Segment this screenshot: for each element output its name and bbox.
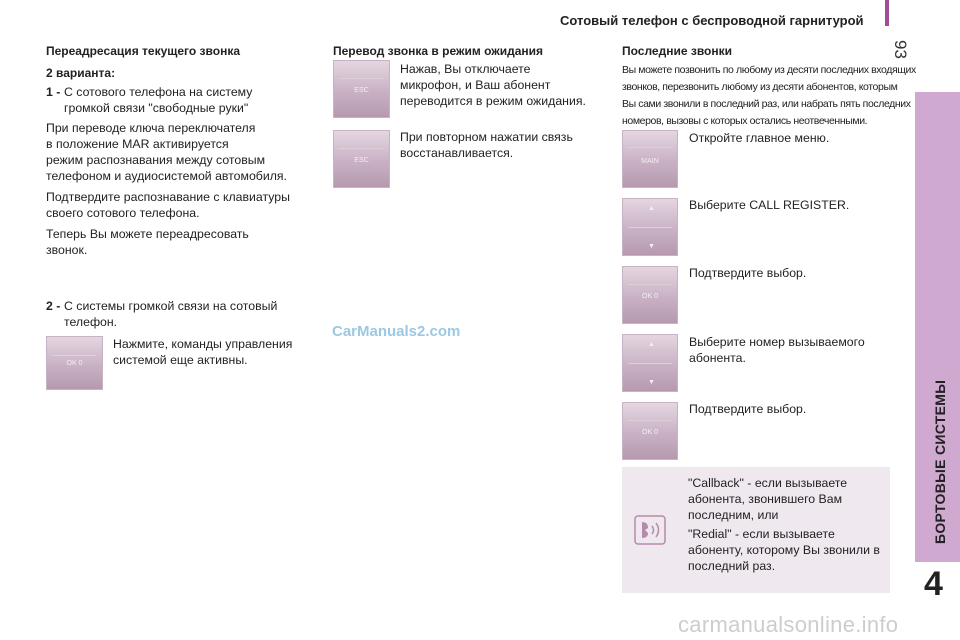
callout-line6: последний раз. (688, 559, 776, 573)
footer-watermark: carmanualsonline.info (678, 612, 899, 637)
item1-number: 1 - (46, 85, 61, 99)
main-button-image: MAIN (622, 130, 678, 188)
carmanuals-watermark: CarManuals2.com (332, 323, 461, 340)
ok-button-image-2: OK 0 (622, 266, 678, 324)
page-header-title: Сотовый телефон с беспроводной гарнитуро… (560, 13, 864, 28)
voice-command-icon (634, 515, 666, 545)
ok-button-label: OK 0 (66, 360, 83, 367)
side-chapter-band (915, 92, 960, 562)
hold-step1-line2: микрофон, и Ваш абонент (400, 78, 551, 92)
step-line2: системой еще активны. (113, 353, 248, 367)
item1-line1: С сотового телефона на систему (64, 85, 253, 99)
arrow-up-icon: ▲ (648, 341, 655, 348)
button-divider (628, 363, 672, 364)
section-heading-hold: Перевод звонка в режим ожидания (333, 44, 544, 58)
intro-line2: звонков, перезвонить любому из десяти аб… (622, 81, 898, 93)
recent-step5: Подтвердите выбор. (689, 402, 807, 416)
callout-line4: "Redial" - если вызываете (688, 527, 835, 541)
esc-button-image-2: ESC (333, 130, 390, 188)
item2-line2: телефон. (64, 315, 118, 329)
button-divider (628, 147, 672, 148)
hold-step1-line3: переводится в режим ожидания. (400, 94, 586, 108)
info-callout: "Callback" - если вызываете абонента, зв… (622, 467, 890, 593)
hold-step1-line1: Нажав, Вы отключаете (400, 62, 531, 76)
ok-button-image: OK 0 (46, 336, 103, 390)
section-heading-recent-calls: Последние звонки (622, 44, 733, 58)
page-number: 93 (891, 40, 910, 59)
esc-button-label: ESC (354, 87, 369, 94)
variants-label: 2 варианта: (46, 66, 116, 80)
button-divider (339, 78, 384, 79)
arrows-button-image-2: ▲ ▼ (622, 334, 678, 392)
ok-button-image-3: OK 0 (622, 402, 678, 460)
ok-button-label: OK 0 (642, 429, 658, 436)
arrows-button-image: ▲ ▼ (622, 198, 678, 256)
callout-line5: абоненту, которому Вы звонили в (688, 543, 880, 557)
para1-line2: в положение MAR активируется (46, 137, 229, 151)
button-divider (52, 355, 97, 356)
header-accent-bar (885, 0, 889, 26)
esc-button-label: ESC (354, 157, 369, 164)
para3-line2: звонок. (46, 243, 88, 257)
callout-line1: "Callback" - если вызываете (688, 476, 848, 490)
intro-line3: Вы сами звонили в последний раз, или наб… (622, 98, 911, 110)
intro-line4: номеров, вызовы с которых остались неотв… (622, 115, 868, 127)
arrow-up-icon: ▲ (648, 205, 655, 212)
item2-number: 2 - (46, 299, 61, 313)
para1-line1: При переводе ключа переключателя (46, 121, 256, 135)
intro-line1: Вы можете позвонить по любому из десяти … (622, 64, 916, 76)
para3-line1: Теперь Вы можете переадресовать (46, 227, 249, 241)
step-line1: Нажмите, команды управления (113, 337, 293, 351)
recent-step1: Откройте главное меню. (689, 131, 830, 145)
para2-line1: Подтвердите распознавание с клавиатуры (46, 190, 290, 204)
button-divider (628, 420, 672, 421)
callout-line3: последним, или (688, 508, 779, 522)
recent-step2: Выберите CALL REGISTER. (689, 198, 850, 212)
button-divider (628, 227, 672, 228)
callout-line2: абонента, звонившего Вам (688, 492, 843, 506)
item2-line1: С системы громкой связи на сотовый (64, 299, 278, 313)
para1-line4: телефоном и аудиосистемой автомобиля. (46, 169, 287, 183)
esc-button-image: ESC (333, 60, 390, 118)
hold-step2-line2: восстанавливается. (400, 146, 514, 160)
arrow-down-icon: ▼ (648, 379, 655, 386)
ok-button-label: OK 0 (642, 293, 658, 300)
button-divider (339, 148, 384, 149)
section-heading-redirect: Переадресация текущего звонка (46, 44, 240, 58)
main-button-label: MAIN (641, 158, 659, 165)
recent-step3: Подтвердите выбор. (689, 266, 807, 280)
arrow-down-icon: ▼ (648, 243, 655, 250)
item1-line2: громкой связи "свободные руки" (64, 101, 249, 115)
para2-line2: своего сотового телефона. (46, 206, 200, 220)
recent-step4-line1: Выберите номер вызываемого (689, 335, 865, 349)
recent-step4-line2: абонента. (689, 351, 746, 365)
chapter-title: БОРТОВЫЕ СИСТЕМЫ (932, 379, 948, 544)
hold-step2-line1: При повторном нажатии связь (400, 130, 573, 144)
para1-line3: режим распознавания между сотовым (46, 153, 266, 167)
button-divider (628, 284, 672, 285)
chapter-number: 4 (924, 565, 943, 603)
